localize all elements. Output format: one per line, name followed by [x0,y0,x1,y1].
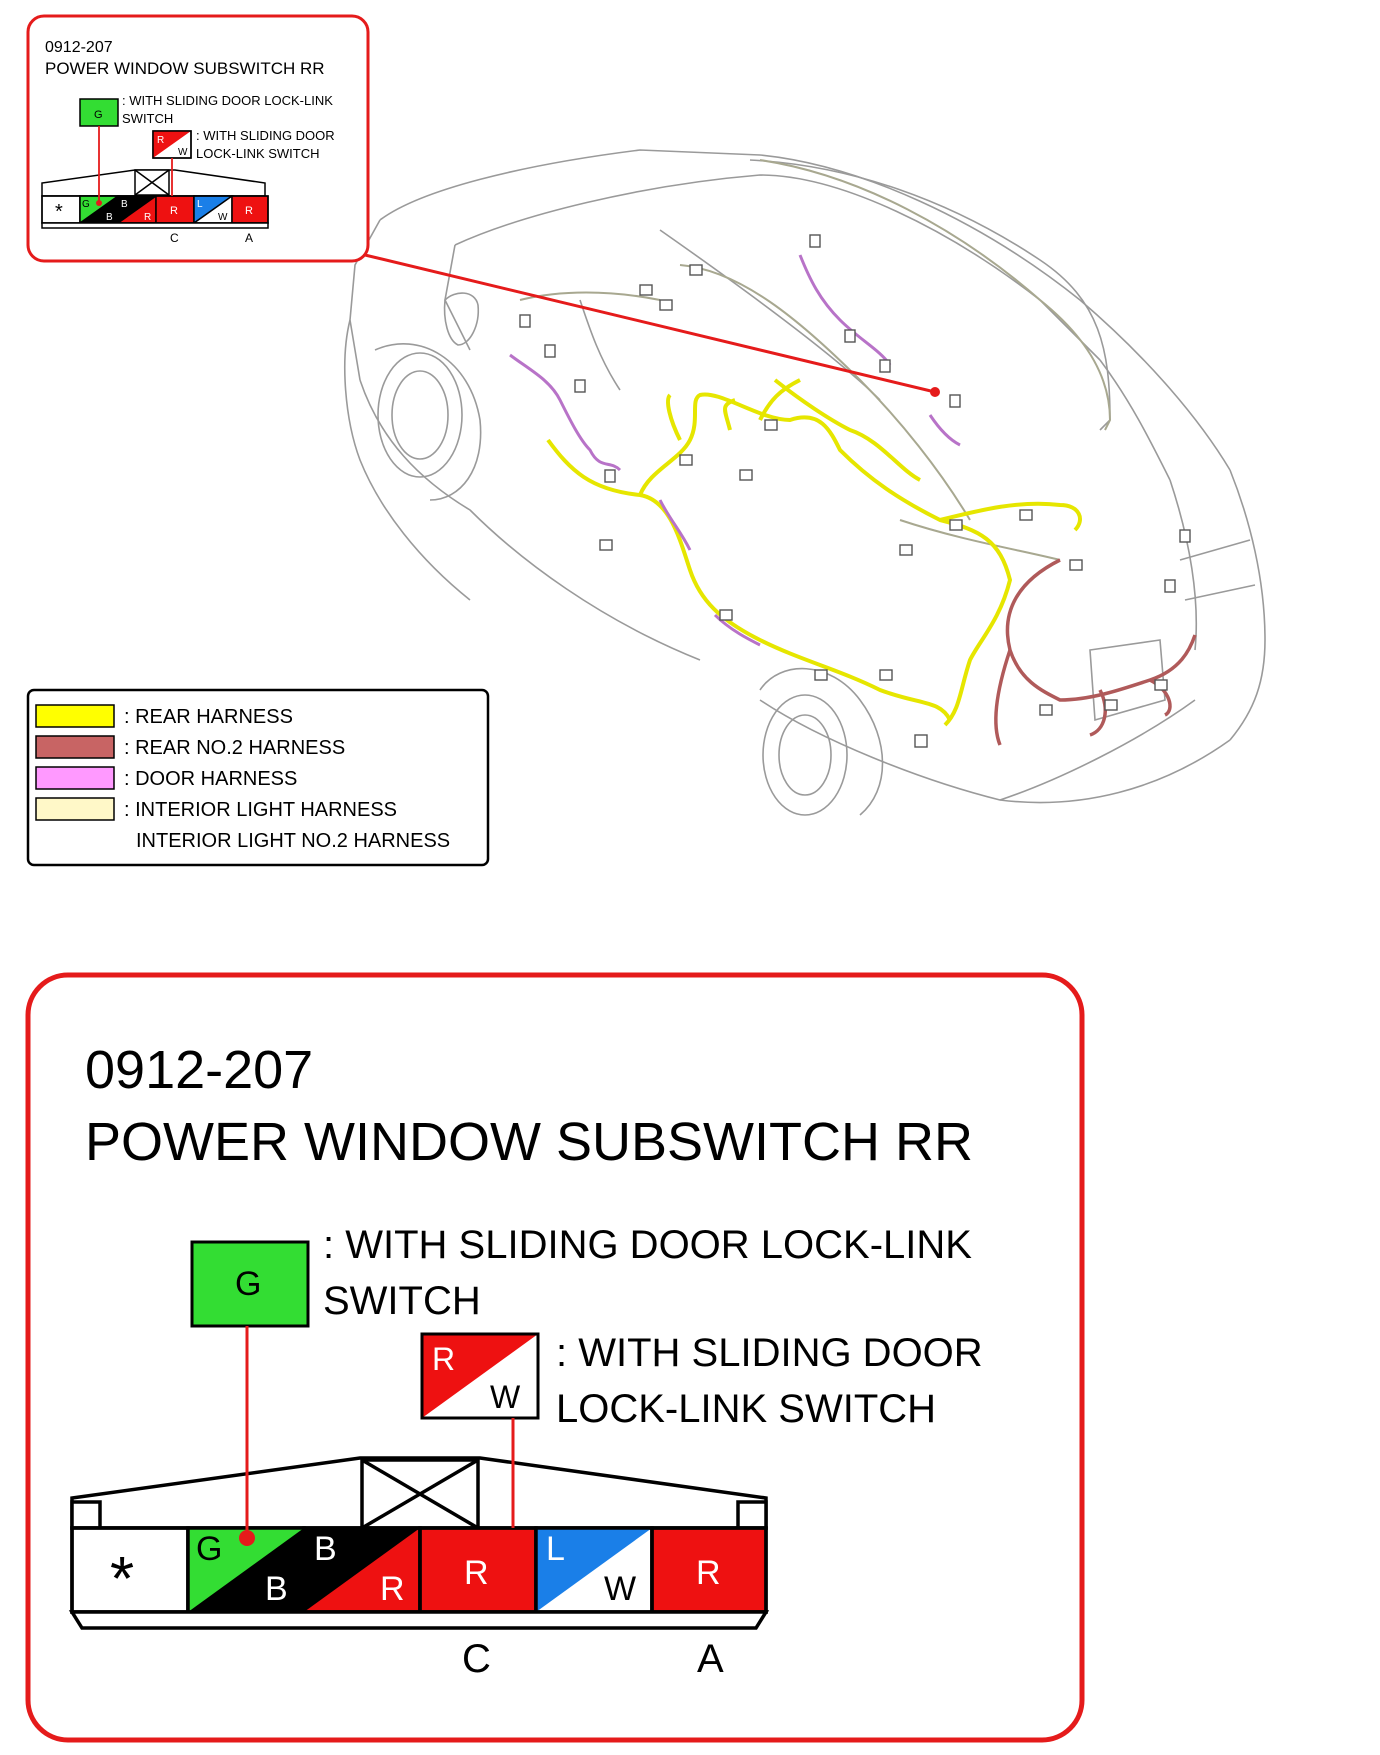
terminal-3-label-bottom: R [380,1570,405,1608]
note-green-line1: : WITH SLIDING DOOR LOCK-LINK [323,1223,972,1267]
callout-leader-line [364,253,936,394]
small-terminal-4-label: R [170,205,178,217]
small-pin-label-c: C [170,231,179,245]
legend-label-rear: : REAR HARNESS [124,706,293,728]
terminal-5-label-top: L [546,1530,565,1568]
pin-label-a: A [697,1637,724,1681]
legend-label-rear-no2: : REAR NO.2 HARNESS [124,737,345,759]
note-green-line2: SWITCH [323,1279,481,1323]
detail-callout: 0912-207 POWER WINDOW SUBSWITCH RR G : W… [25,972,1085,1743]
callout-target-dot [930,387,940,397]
car-outline [344,149,1266,816]
legend-swatch-interior [35,797,115,821]
small-terminal-5-label-top: L [197,199,203,210]
small-terminal-3-label-bottom: R [144,212,151,223]
small-option-rw: R W [152,130,192,159]
leader-green-dot [239,1530,255,1546]
small-callout: 0912-207 POWER WINDOW SUBSWITCH RR G : W… [26,14,370,263]
option-green-label: G [235,1265,261,1303]
legend-label-interior-no2: INTERIOR LIGHT NO.2 HARNESS [136,830,450,852]
option-r-label: R [432,1341,455,1377]
small-pin-label-a: A [245,231,253,245]
small-note-green-1: : WITH SLIDING DOOR LOCK-LINK [122,93,333,108]
small-connector-body [41,169,269,229]
terminal-5-label-bottom: W [604,1570,636,1608]
terminal-1-symbol: * [110,1545,134,1614]
door-harness [509,254,961,647]
small-note-green-2: SWITCH [122,111,173,126]
terminal-2-label-bottom: B [265,1570,288,1608]
small-terminal-1-symbol: * [55,201,63,223]
small-terminal-6-label: R [245,205,253,217]
legend-swatch-rear [35,704,115,728]
small-option-w-label: W [178,147,188,158]
small-connector-code: 0912-207 [45,39,113,56]
note-rw-line1: : WITH SLIDING DOOR [556,1331,983,1375]
terminal-6-label: R [696,1554,721,1592]
small-connector-name: POWER WINDOW SUBSWITCH RR [45,59,325,78]
small-terminal-2-label-bottom: B [106,212,113,223]
small-terminal-3-label-top: B [121,199,128,210]
connector-name: POWER WINDOW SUBSWITCH RR [85,1112,973,1172]
terminal-3-label-top: B [314,1530,337,1568]
legend-label-door: : DOOR HARNESS [124,768,297,790]
small-note-rw-2: LOCK-LINK SWITCH [196,146,320,161]
terminal-2-label-top: G [196,1530,222,1568]
option-w-label: W [490,1379,521,1415]
small-option-r-label: R [157,135,164,146]
connector-terminals [68,1526,770,1630]
legend-swatch-rear-no2 [35,735,115,759]
small-terminal-2-label-top: G [82,199,90,210]
terminal-4-label: R [464,1554,489,1592]
legend-label-interior: : INTERIOR LIGHT HARNESS [124,799,397,821]
harness-connectors [519,234,1191,748]
small-option-g-label: G [94,109,103,121]
legend-swatch-door [35,766,115,790]
connector-code: 0912-207 [85,1040,313,1100]
pin-label-c: C [462,1637,491,1681]
small-terminal-5-label-bottom: W [218,212,228,223]
harness-legend: : REAR HARNESS : REAR NO.2 HARNESS : DOO… [26,688,490,867]
note-rw-line2: LOCK-LINK SWITCH [556,1387,936,1431]
interior-light-harness [519,159,1112,561]
option-box-green [190,1240,310,1328]
rear-harness [546,378,1082,727]
option-box-rw [420,1332,540,1420]
small-note-rw-1: : WITH SLIDING DOOR [196,128,335,143]
